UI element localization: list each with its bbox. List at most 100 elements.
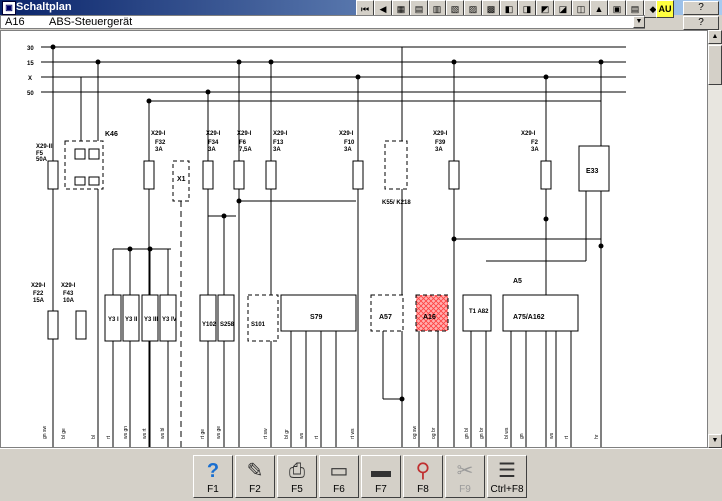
card-icon: ▭ (329, 460, 349, 482)
fuse-rating-f22: 15A (33, 298, 45, 304)
wire-label: ws gn (123, 426, 129, 439)
wire-label: rt ws (350, 428, 356, 439)
wire-label: gn (519, 433, 525, 439)
wire-label: gn br (479, 427, 485, 439)
f1-help-button[interactable]: ? F1 (193, 455, 233, 498)
fuse-conn-f22: X29-I (31, 283, 46, 289)
fuse-f22: F22 (33, 291, 44, 297)
wire-label: ws bl (160, 428, 166, 439)
module-a16-label: A16 (423, 314, 436, 321)
au-button[interactable]: AU (656, 0, 674, 18)
f5-print-button[interactable]: ⎙ F5 (277, 455, 317, 498)
fuse-f34: F34 (208, 140, 219, 146)
component-selector[interactable]: A16 ABS-Steuergerät (0, 15, 645, 29)
tool-9-icon[interactable]: ◩ (536, 0, 554, 18)
fuse-rating-f34: 3A (208, 147, 216, 153)
wiring-diagram: 30 15 X 50 (27, 44, 626, 447)
scroll-up-icon[interactable]: ▲ (708, 30, 722, 44)
rail-label-50: 50 (27, 91, 34, 97)
tool-4-icon[interactable]: ▧ (446, 0, 464, 18)
module-t1-a82-label: T1 A82 (469, 309, 489, 315)
valve-y3-ii-label: Y3 II (125, 317, 138, 323)
f2-label: F2 (249, 484, 261, 495)
window-title: Schaltplan (16, 1, 72, 13)
fuse-f43: F43 (63, 291, 74, 297)
f1-label: F1 (207, 484, 219, 495)
highlighted-component[interactable] (415, 294, 449, 332)
wire-label: ws (549, 432, 555, 439)
ctrl-f8-list-button[interactable]: ☰ Ctrl+F8 (487, 455, 527, 498)
wire-label: hr (594, 434, 600, 439)
module-a75-a162-label: A75/A162 (513, 314, 545, 321)
component-code: A16 (5, 16, 25, 28)
fuse-rating-f10: 3A (344, 147, 352, 153)
fuse-conn-f10: X29-I (339, 131, 354, 137)
help-icon: ? (206, 460, 220, 482)
fuse-f39: F39 (435, 140, 446, 146)
fuse-rating-f13: 3A (273, 147, 281, 153)
list-icon: ☰ (498, 460, 516, 482)
valve-y3-iii-label: Y3 III (144, 317, 158, 323)
module-a57-label: A57 (379, 314, 392, 321)
f2-print-setup-button[interactable]: ✎ F2 (235, 455, 275, 498)
rail-label-x: X (28, 76, 32, 82)
f8-zoom-button[interactable]: ⚲ F8 (403, 455, 443, 498)
fuse-conn-f5: X29-III (36, 144, 54, 150)
wire-label: rt (106, 435, 112, 439)
fuse-rating-f43: 10A (63, 298, 75, 304)
fuse-rating-f5: 50A (36, 157, 48, 163)
side-help-button-1[interactable]: ? (683, 1, 719, 15)
f6-label: F6 (333, 484, 345, 495)
fuse-rating-f6: 7,5A (239, 147, 252, 153)
schematic-canvas[interactable]: 30 15 X 50 (0, 30, 708, 448)
fuse-f13: F13 (273, 140, 284, 146)
fuse-conn-f39: X29-I (433, 131, 448, 137)
rail-label-15: 15 (27, 61, 34, 67)
scroll-thumb[interactable] (708, 45, 722, 85)
valve-y102-label: Y102 (202, 322, 217, 328)
wire-label: ws (299, 432, 305, 439)
dropdown-arrow-icon[interactable]: ▼ (633, 16, 645, 28)
rail-label-30: 30 (27, 46, 34, 52)
fuse-conn-f2: X29-I (521, 131, 536, 137)
fuse-rating-f2: 3A (531, 147, 539, 153)
f6-card-button[interactable]: ▭ F6 (319, 455, 359, 498)
wire-label: bl ws (504, 427, 510, 439)
fuse-rating-f39: 3A (435, 147, 443, 153)
f7-label: F7 (375, 484, 387, 495)
tools-icon: ✂ (456, 460, 474, 482)
vertical-scrollbar[interactable]: ▲ ▼ (708, 30, 722, 448)
function-key-bar: ? F1 ✎ F2 ⎙ F5 ▭ F6 ▬ F7 ⚲ F8 ✂ F9 ☰ Ctr… (0, 448, 722, 501)
print-setup-icon: ✎ (246, 460, 264, 482)
module-e33-label: E33 (586, 168, 599, 175)
valve-y3-iv-label: Y3 IV (162, 317, 177, 323)
app-icon: ▣ (2, 1, 16, 15)
side-help-button-2[interactable]: ? (683, 16, 719, 30)
fuse-conn-f13: X29-I (273, 131, 288, 137)
fuse-conn-f43: X29-I (61, 283, 76, 289)
fuse-conn-f34: X29-I (206, 131, 221, 137)
wire-label: gn sw (42, 426, 48, 439)
wire-label: ws ge (216, 426, 222, 439)
component-description: ABS-Steuergerät (49, 16, 133, 28)
wire-label: bl gr (284, 429, 290, 439)
fuse-conn-f32: X29-I (151, 131, 166, 137)
f9-tools-button[interactable]: ✂ F9 (445, 455, 485, 498)
fuse-f2: F2 (531, 140, 539, 146)
scroll-down-icon[interactable]: ▼ (708, 434, 722, 448)
fuse-f10: F10 (344, 140, 355, 146)
switch-s79-label: S79 (310, 314, 323, 321)
f7-disk-button[interactable]: ▬ F7 (361, 455, 401, 498)
tool-5-icon[interactable]: ▨ (464, 0, 482, 18)
wire-label: rt sw (263, 428, 269, 439)
f8-label: F8 (417, 484, 429, 495)
fuse-f5: F5 (36, 151, 44, 157)
printer-icon: ⎙ (289, 460, 305, 482)
relay-k46-label: K46 (105, 131, 118, 138)
wire-label: og sw (412, 426, 418, 439)
module-a5-label: A5 (513, 278, 522, 285)
wire-label: ws rt (142, 428, 148, 439)
wire-label: gn bl (464, 428, 470, 439)
fuse-f32: F32 (155, 140, 166, 146)
relay-k55-k218-label: K55/ K218 (382, 200, 411, 206)
